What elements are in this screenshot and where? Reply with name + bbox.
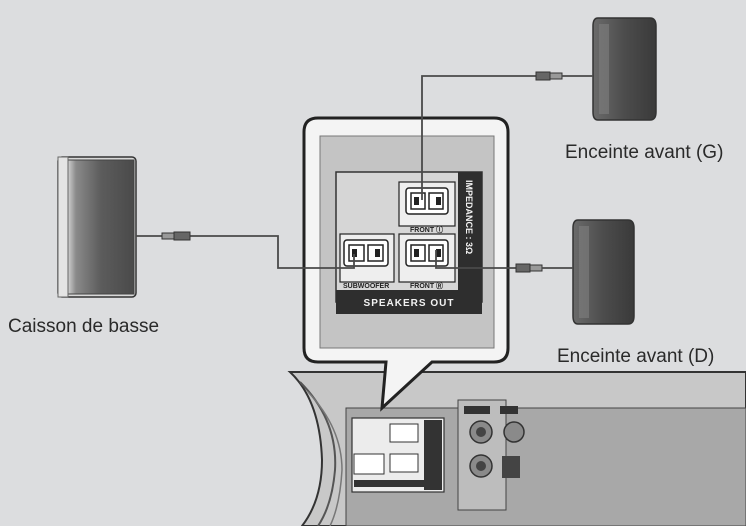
front-left-cable [421,75,538,200]
front-left-plug [535,71,593,81]
subwoofer-label: Caisson de basse [8,316,160,337]
speaker-terminal-panel: FRONT ⓛ FRONT Ⓡ SUBWOOFER SPEAKERS OUT I… [335,171,483,314]
subwoofer-speaker [57,156,137,298]
front-r-port-label: FRONT Ⓡ [410,281,443,290]
front-left-speaker [592,17,657,121]
subwoofer-port-label: SUBWOOFER [343,283,389,290]
front-right-terminal [398,233,456,283]
subwoofer-plug [136,231,191,241]
front-right-plug [515,263,573,273]
cables [190,75,538,269]
front-right-cable [435,250,518,269]
front-l-port-label: FRONT ⓛ [410,225,443,234]
impedance-label: IMPEDANCE : 3Ω [464,180,474,254]
subwoofer-terminal [339,233,395,283]
speakers-out-label: SPEAKERS OUT [364,298,455,309]
front-right-label: Enceinte avant (D) [557,346,715,367]
front-right-speaker [572,219,635,325]
subwoofer-cable [190,235,355,269]
receiver-unit [287,371,746,526]
front-left-terminal [398,181,456,227]
front-left-label: Enceinte avant (G) [565,142,724,163]
